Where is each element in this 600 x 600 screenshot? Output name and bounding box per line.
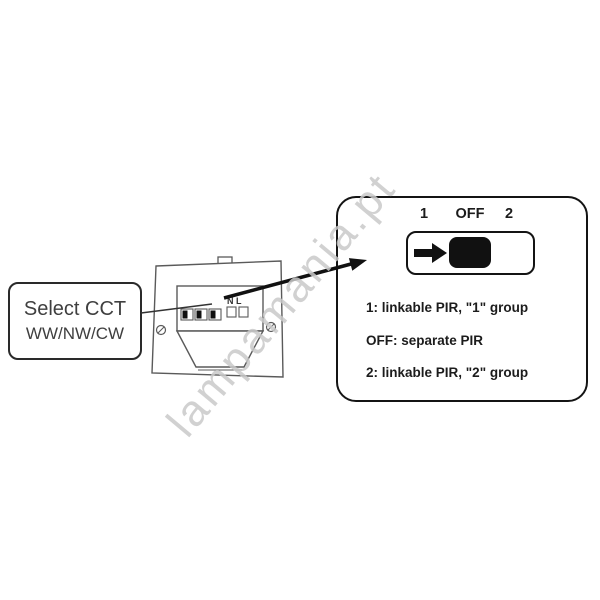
cct-dip-switches <box>180 308 222 321</box>
switch-knob <box>449 237 491 268</box>
terminal-label: N L <box>227 296 242 306</box>
switch-position-label-1: 1 <box>419 206 429 222</box>
switch-description-line: 1: linkable PIR, "1" group <box>366 300 529 315</box>
switch-position-label-2: 2 <box>504 206 514 222</box>
switch-description-line: 2: linkable PIR, "2" group <box>366 365 529 380</box>
cct-callout-title: Select CCT <box>23 298 127 320</box>
light-aperture <box>175 330 265 368</box>
device-illustration: N L <box>151 256 284 378</box>
switch-position-label-off: OFF <box>455 206 485 222</box>
dip-switch-graphic <box>406 231 535 275</box>
terminal-blocks <box>226 306 249 318</box>
screw-icon <box>265 321 277 333</box>
switch-info-panel: 1 OFF 2 1: linkable PIR, "1" group OFF: … <box>336 196 588 402</box>
right-arrow-icon <box>414 243 447 263</box>
cct-callout-options: WW/NW/CW <box>25 324 125 343</box>
screw-icon <box>155 324 167 336</box>
switch-description-line: OFF: separate PIR <box>366 333 484 348</box>
cct-callout: Select CCT WW/NW/CW <box>8 282 142 360</box>
